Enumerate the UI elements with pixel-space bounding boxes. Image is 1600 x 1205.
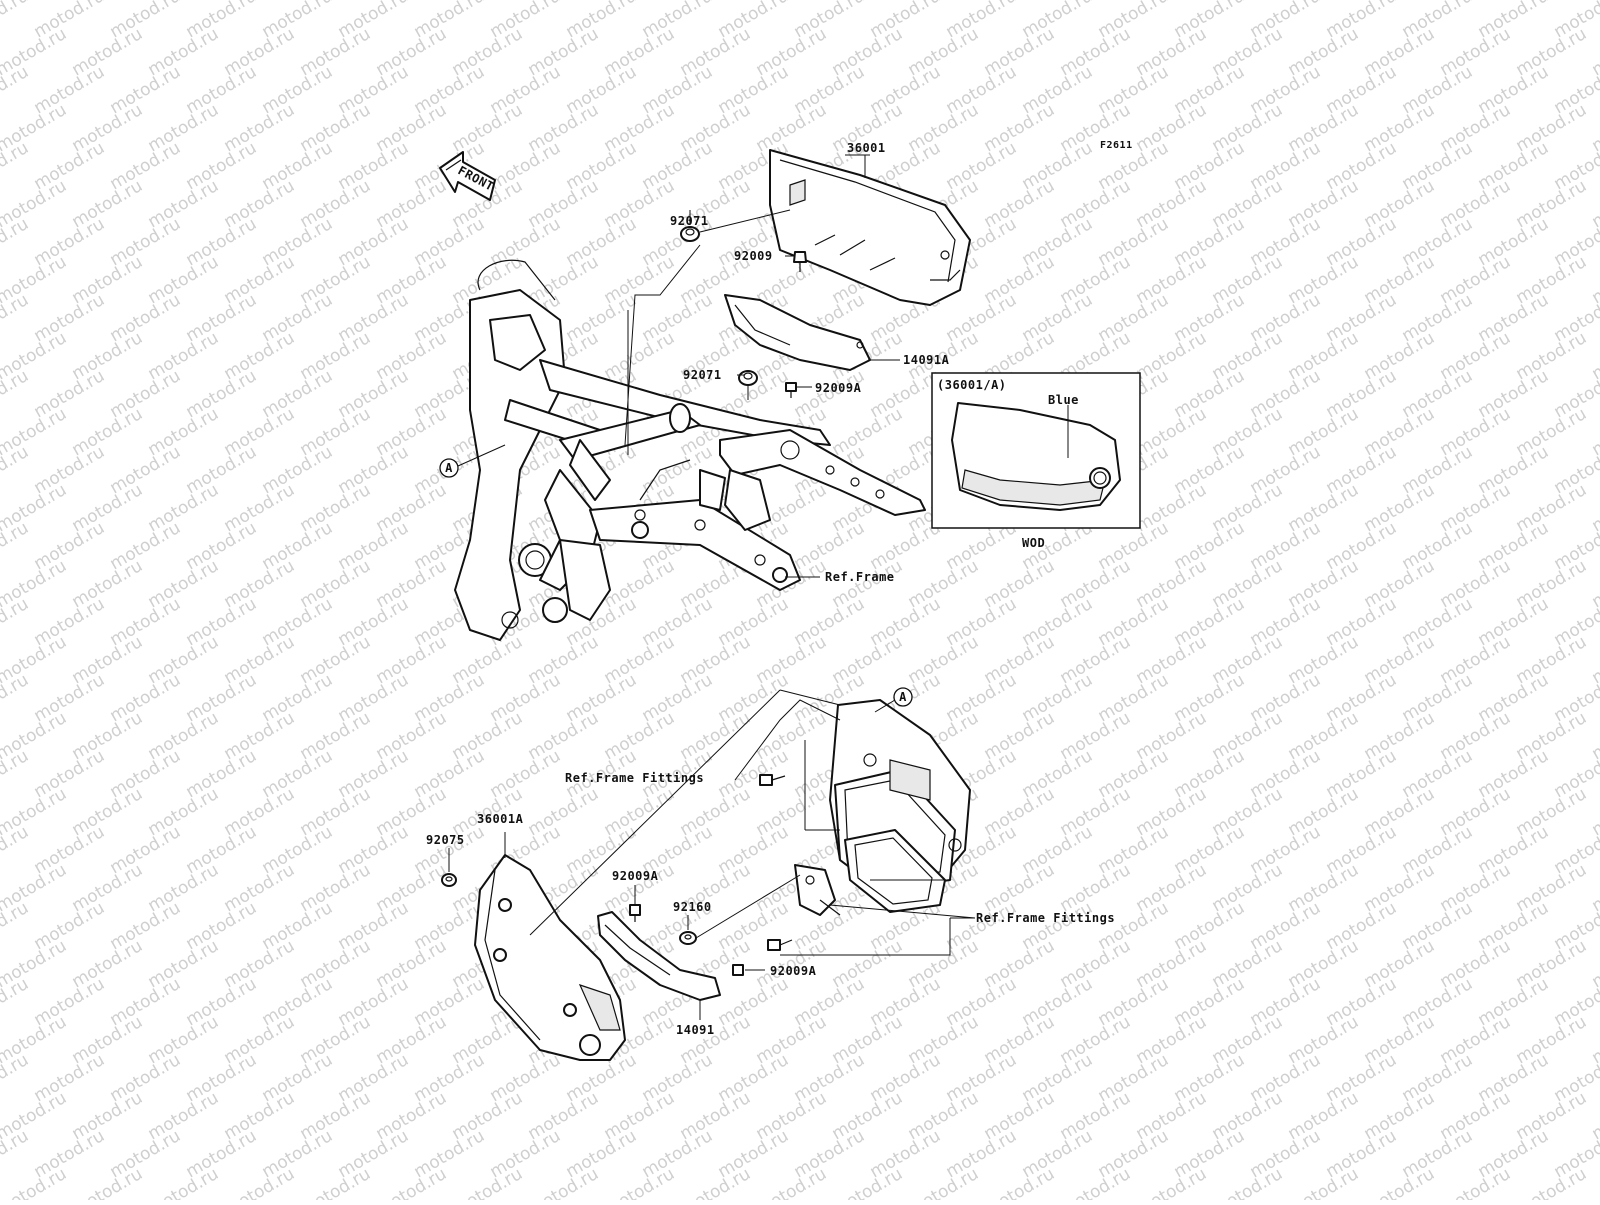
watermark-text: motod.ru [1057,1164,1135,1200]
watermark-text: motod.ru [677,1164,755,1200]
watermark-text: motod.ru [145,1164,223,1200]
watermark-text: motod.ru [297,1164,375,1200]
label-ref-frame: Ref.Frame [825,570,895,584]
label-ref-fittings-1: Ref.Frame Fittings [565,771,704,785]
label-92075: 92075 [426,833,465,847]
watermark-text: motod.ru [1361,1164,1439,1200]
watermark-text: motod.ru [981,1164,1059,1200]
watermark-text: motod.ru [1589,24,1600,80]
watermark-text: motod.ru [905,1164,983,1200]
watermark-text: motod.ru [221,1164,299,1200]
label-14091: 14091 [676,1023,715,1037]
diagram-code: F2611 [1100,140,1133,151]
label-36001a: 36001A [477,812,524,826]
label-92071-mid: 92071 [683,368,722,382]
label-14091a: 14091A [903,353,950,367]
marker-a-upper: A [440,459,458,477]
watermark-text: motod.ru [829,1164,907,1200]
label-ref-fittings-2: Ref.Frame Fittings [976,911,1115,925]
watermark-text: motod.ru [1589,556,1600,612]
label-92160: 92160 [673,900,712,914]
watermark-text: motod.ru [1589,632,1600,688]
watermark-text: motod.ru [1589,328,1600,384]
svg-text:A: A [445,461,453,475]
watermark-text: motod.ru [1589,784,1600,840]
watermark-text: motod.ru [1589,860,1600,916]
watermark-text: motod.ru [1589,708,1600,764]
label-92009a-lower-2: 92009A [770,964,817,978]
label-92009a-upper: 92009A [815,381,862,395]
watermark-text: motod.ru [1589,176,1600,232]
watermark-text: motod.ru [525,1164,603,1200]
label-92009a-lower-1: 92009A [612,869,659,883]
watermark-text: motod.ru [1589,100,1600,156]
watermark-text: motod.ru [1285,1164,1363,1200]
inset-variant: WOD [1022,536,1045,550]
inset-color-label: Blue [1048,393,1079,407]
watermark-text: motod.ru [1437,1164,1515,1200]
watermark-text: motod.ru [1209,1164,1287,1200]
watermark-text: motod.ru [1589,480,1600,536]
marker-a-lower: A [894,688,912,706]
watermark-text: motod.ru [1589,1088,1600,1144]
watermark-text: motod.ru [1133,1164,1211,1200]
watermark-text: motod.ru [1589,252,1600,308]
watermark-text: motod.ru [1589,936,1600,992]
watermark-text: motod.ru [373,1164,451,1200]
label-92009: 92009 [734,249,773,263]
inset-variant-box [932,373,1140,528]
svg-text:A: A [899,690,907,704]
watermark-text: motod.ru [449,1164,527,1200]
watermark-text: motod.ru [753,1164,831,1200]
inset-title: (36001/A) [937,378,1007,392]
label-92071-upper: 92071 [670,214,709,228]
watermark-text: motod.ru [1589,404,1600,460]
watermark-text: motod.ru [601,1164,679,1200]
watermark-text: motod.ru [69,1164,147,1200]
label-36001: 36001 [847,141,886,155]
watermark-text: motod.ru [1513,1164,1591,1200]
watermark-text: motod.ru [1589,1012,1600,1068]
watermark-text: motod.ru [1589,1164,1600,1200]
watermark-text: motod.ru [0,0,32,42]
